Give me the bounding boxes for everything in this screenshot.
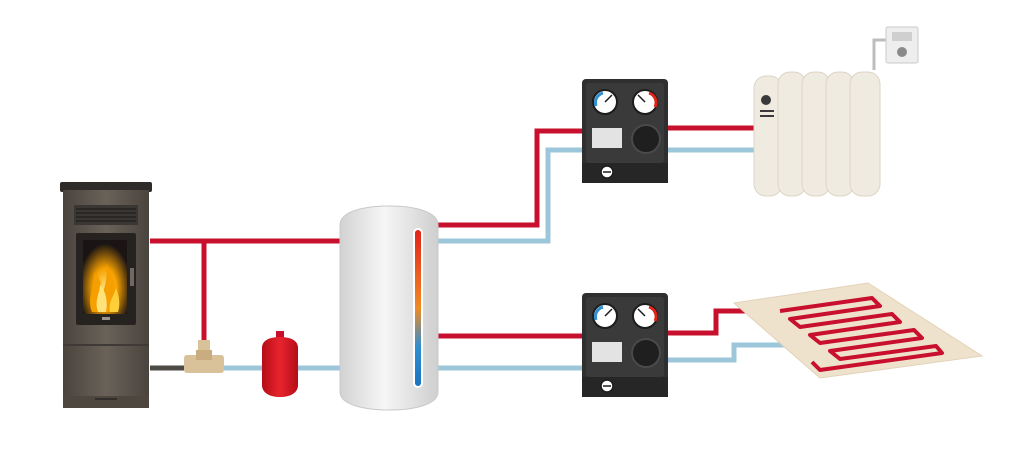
stove-vent (74, 205, 138, 225)
pump-motor (631, 124, 661, 154)
floor-heating (732, 282, 984, 379)
gauge-icon (632, 89, 658, 115)
temperature-gradient-bar (415, 230, 421, 386)
pump-display (592, 128, 622, 148)
thermostat-dial-icon (897, 47, 907, 57)
pellet-stove (60, 182, 152, 408)
floor-heating-coil (779, 296, 944, 372)
thermostat-cable (872, 38, 888, 70)
expansion-vessel (262, 331, 298, 397)
storage-tank (339, 205, 439, 411)
pump-group-upper (582, 79, 668, 183)
stove-logo (102, 317, 110, 320)
stove-top (60, 182, 152, 192)
stove-base (63, 396, 149, 408)
pump-group-lower (582, 293, 668, 397)
thermostat (885, 26, 919, 64)
tee-fitting (184, 340, 224, 373)
cold-pipe-upper-pump-to-tank (438, 147, 582, 244)
hot-pipe-tank-to-upper-pump (438, 128, 582, 228)
pipes (150, 38, 888, 371)
thermostat-display (892, 32, 912, 41)
pump-display (592, 342, 622, 362)
gauge-icon (592, 303, 618, 329)
radiator-valve-icon (761, 95, 771, 105)
stove-handle (130, 268, 134, 286)
gauge-icon (592, 89, 618, 115)
pump-motor (631, 338, 661, 368)
cold-pipe-floor-return (668, 342, 800, 363)
radiator (753, 71, 881, 197)
flame-icon (90, 264, 120, 312)
gauge-icon (632, 303, 658, 329)
